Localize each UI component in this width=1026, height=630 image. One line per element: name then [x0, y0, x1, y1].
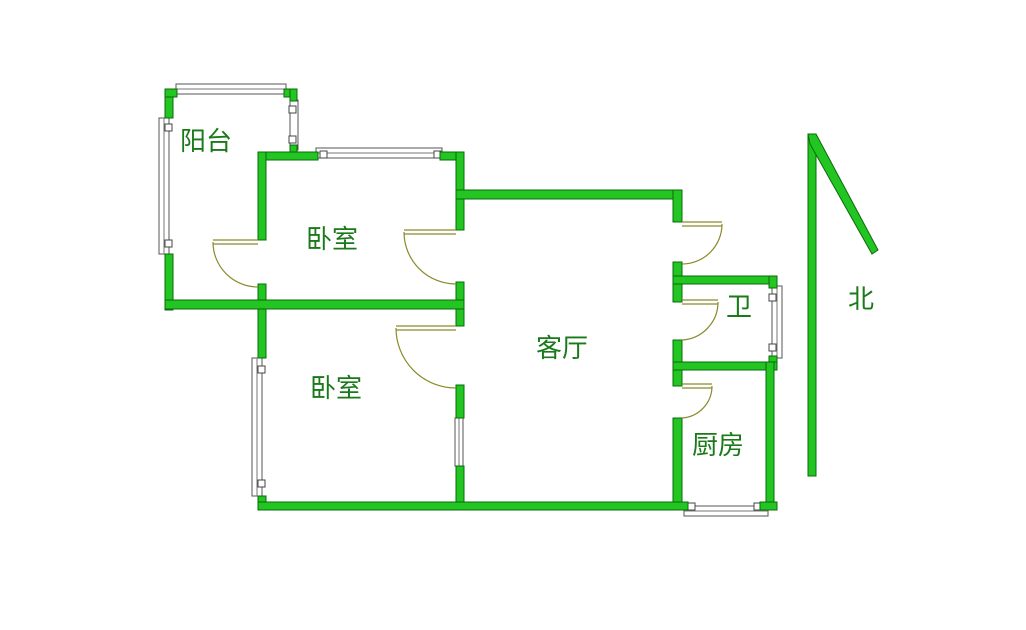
window-interior [454, 417, 464, 467]
door-bedroom-bottom [395, 325, 457, 389]
room-label-bedroom-bottom: 卧室 [310, 374, 362, 404]
door-kitchen [681, 383, 713, 419]
compass-label: 北 [848, 285, 874, 315]
room-label-kitchen: 厨房 [692, 431, 744, 461]
window-balcony-left [158, 117, 173, 255]
window-balcony-top [175, 83, 287, 95]
door-bathroom [681, 299, 719, 341]
window-kitchen [683, 502, 769, 517]
door-balcony [212, 239, 259, 288]
room-label-living-room: 客厅 [536, 334, 588, 364]
room-label-balcony: 阳台 [180, 127, 232, 157]
room-label-bathroom: 卫 [726, 293, 752, 323]
window-bathroom [768, 285, 783, 359]
room-label-bedroom-top: 卧室 [306, 225, 358, 255]
door-entrance [681, 221, 723, 265]
window-bedroom-top [315, 147, 443, 159]
north-arrow-icon [807, 133, 879, 477]
walls [164, 88, 778, 511]
window-balcony-right [288, 99, 299, 151]
window-bedroom-bottom [251, 357, 266, 497]
door-bedroom-top [403, 229, 457, 285]
doors [212, 221, 723, 419]
